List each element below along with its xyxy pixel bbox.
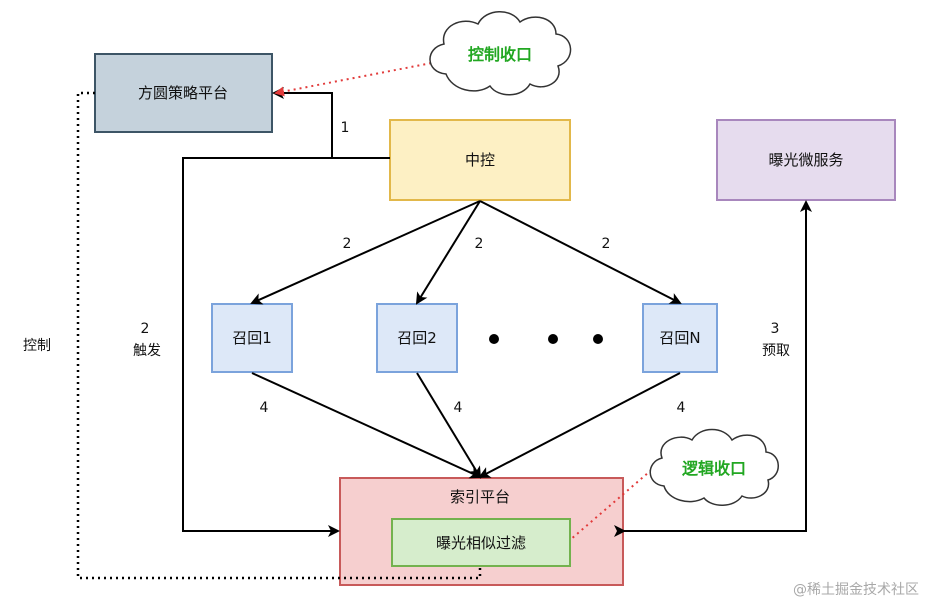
exposure-filter-label: 曝光相似过滤 [436, 534, 526, 552]
trigger-label: 触发 [133, 343, 161, 359]
recall-2-label: 召回2 [397, 329, 437, 347]
logic-close-label: 逻辑收口 [682, 459, 746, 478]
control-close-cloud: 控制收口 [429, 11, 572, 96]
watermark: @稀土掘金技术社区 [793, 582, 919, 598]
exposure-filter-box: 曝光相似过滤 [391, 518, 571, 567]
control-close-label: 控制收口 [468, 45, 532, 64]
edge-label-1: 1 [341, 120, 350, 136]
edge-label-4-right: 4 [677, 400, 686, 416]
red-dotted-logic-connector [569, 465, 657, 541]
index-platform-label: 索引平台 [450, 488, 510, 506]
arrow-recall-2-to-index [416, 372, 482, 479]
prefetch-label: 预取 [762, 343, 790, 359]
recall-1-label: 召回1 [232, 329, 272, 347]
arrow-recall-n-to-index [478, 372, 681, 478]
red-dotted-control-connector [274, 61, 438, 97]
ellipsis-dots [489, 334, 603, 344]
exposure-service-label: 曝光微服务 [768, 151, 843, 169]
arrow-zhongkong-to-recall-2 [415, 200, 481, 305]
zhongkong-box: 中控 [389, 119, 571, 201]
arrow-zhongkong-to-recall-n [479, 200, 682, 304]
control-label: 控制 [23, 338, 51, 354]
recall-1-box: 召回1 [211, 303, 293, 373]
recall-2-box: 召回2 [376, 303, 458, 373]
fangyuan-platform-box: 方圆策略平台 [94, 53, 273, 133]
zhongkong-label: 中控 [465, 151, 495, 169]
edge-label-2-right: 2 [602, 236, 611, 252]
arrow-zhongkong-to-fangyuan [272, 87, 390, 159]
recall-n-box: 召回N [642, 303, 718, 373]
edge-label-2-mid: 2 [475, 236, 484, 252]
edge-label-4-mid: 4 [454, 400, 463, 416]
trigger-step-number: 2 [141, 321, 150, 337]
recall-n-label: 召回N [659, 329, 700, 347]
arrow-index-to-exposure-service [614, 200, 812, 537]
control-dotted-line [76, 91, 482, 580]
arrow-recall-1-to-index [251, 372, 482, 479]
edge-label-2-left: 2 [343, 236, 352, 252]
edge-label-4-left: 4 [260, 400, 269, 416]
arrow-trigger-to-index [182, 157, 340, 537]
logic-close-cloud: 逻辑收口 [649, 428, 779, 506]
fangyuan-platform-label: 方圆策略平台 [138, 84, 228, 102]
arrow-zhongkong-to-recall-1 [250, 200, 481, 305]
exposure-service-box: 曝光微服务 [716, 119, 896, 201]
prefetch-step-number: 3 [771, 321, 780, 337]
